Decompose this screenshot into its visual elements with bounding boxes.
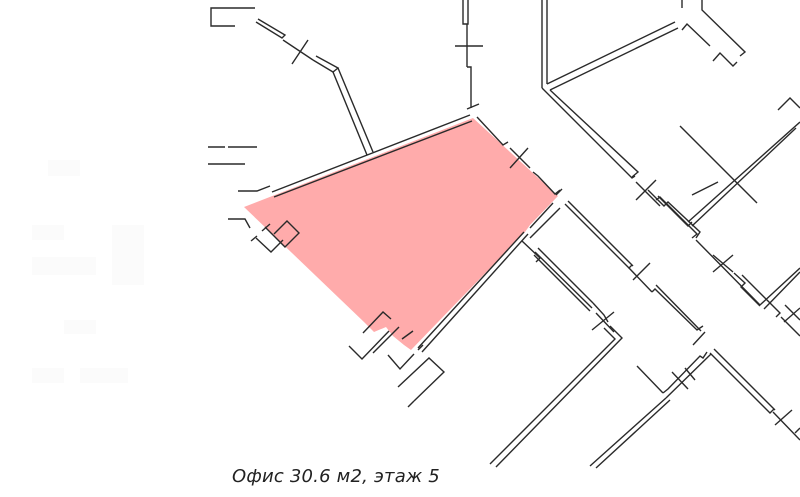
walls	[208, 0, 800, 469]
office-highlight-area[interactable]	[244, 118, 558, 350]
office-caption: Офис 30.6 м2, этаж 5	[232, 466, 440, 487]
faint-background-shapes	[32, 160, 144, 383]
